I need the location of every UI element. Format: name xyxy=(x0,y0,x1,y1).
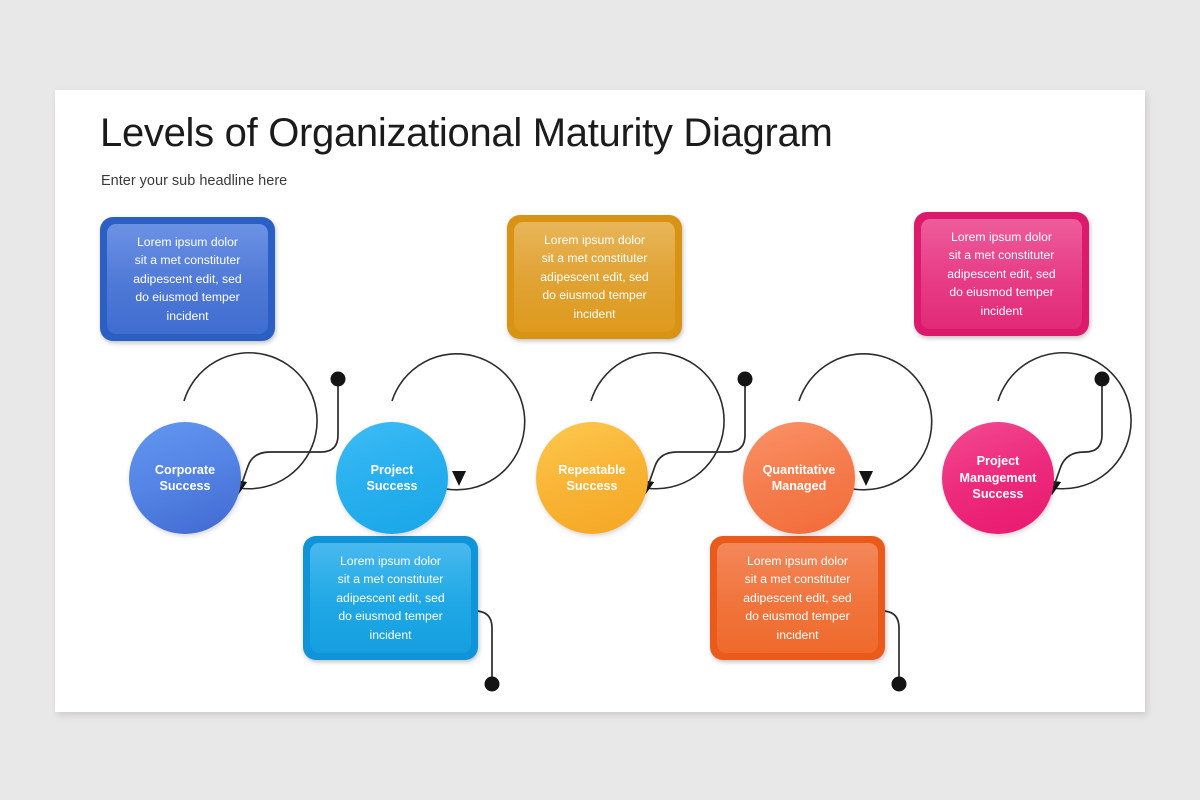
stage-3-circle-label: Repeatable Success xyxy=(558,462,626,494)
stage-5-connector xyxy=(1053,371,1110,487)
stage-1-card[interactable]: Lorem ipsum dolor sit a met constituter … xyxy=(100,217,275,341)
stage-3-card-inner: Lorem ipsum dolor sit a met constituter … xyxy=(514,222,675,332)
stage-5-card-inner: Lorem ipsum dolor sit a met constituter … xyxy=(921,219,1082,329)
stage-1-dot xyxy=(330,371,346,387)
stage-4-circle[interactable]: Quantitative Managed xyxy=(743,422,855,534)
stage-4-arrowhead xyxy=(859,471,873,486)
stage-2-arc xyxy=(387,347,536,499)
stage-1-card-inner: Lorem ipsum dolor sit a met constituter … xyxy=(107,224,268,334)
page-subtitle: Enter your sub headline here xyxy=(101,173,288,189)
stage-4-card-inner: Lorem ipsum dolor sit a met constituter … xyxy=(717,543,878,653)
stage-5-circle-label: Project Management Success xyxy=(959,454,1037,502)
slide-canvas: Levels of Organizational Maturity Diagra… xyxy=(55,90,1145,712)
stage-3-circle[interactable]: Repeatable Success xyxy=(536,422,648,534)
stage-2-card-text: Lorem ipsum dolor sit a met constituter … xyxy=(336,553,445,642)
stage-4-circle-label: Quantitative Managed xyxy=(762,462,836,494)
stage-1-connector xyxy=(240,371,346,487)
stage-3-connector xyxy=(647,371,753,487)
stage-2-dot xyxy=(484,676,500,692)
connector-layer xyxy=(179,347,1142,692)
stage-1-arc xyxy=(179,347,328,499)
stage-2-circle[interactable]: Project Success xyxy=(336,422,448,534)
diagram-area: Lorem ipsum dolor sit a met constituter … xyxy=(55,90,1145,712)
stage-5-card-text: Lorem ipsum dolor sit a met constituter … xyxy=(947,229,1056,318)
stage-3-card[interactable]: Lorem ipsum dolor sit a met constituter … xyxy=(507,215,682,339)
stage-4-card-text: Lorem ipsum dolor sit a met constituter … xyxy=(743,553,852,642)
stage-2-card-inner: Lorem ipsum dolor sit a met constituter … xyxy=(310,543,471,653)
stage-2-circle-label: Project Success xyxy=(366,462,418,494)
stage-3-dot xyxy=(737,371,753,387)
stage-5-dot xyxy=(1094,371,1110,387)
stage-4-card[interactable]: Lorem ipsum dolor sit a met constituter … xyxy=(710,536,885,660)
page-title: Levels of Organizational Maturity Diagra… xyxy=(100,111,833,155)
stage-1-circle-label: Corporate Success xyxy=(154,462,216,494)
stage-5-card[interactable]: Lorem ipsum dolor sit a met constituter … xyxy=(914,212,1089,336)
stage-5-arc xyxy=(993,347,1142,499)
stage-3-arc xyxy=(586,347,735,499)
stage-1-card-text: Lorem ipsum dolor sit a met constituter … xyxy=(133,234,242,323)
stage-4-dot xyxy=(891,676,907,692)
stage-3-card-text: Lorem ipsum dolor sit a met constituter … xyxy=(540,232,649,321)
stage-2-arrowhead xyxy=(452,471,466,486)
stage-1-circle[interactable]: Corporate Success xyxy=(129,422,241,534)
stage-4-arc xyxy=(794,347,943,499)
stage-2-card[interactable]: Lorem ipsum dolor sit a met constituter … xyxy=(303,536,478,660)
stage-5-circle[interactable]: Project Management Success xyxy=(942,422,1054,534)
